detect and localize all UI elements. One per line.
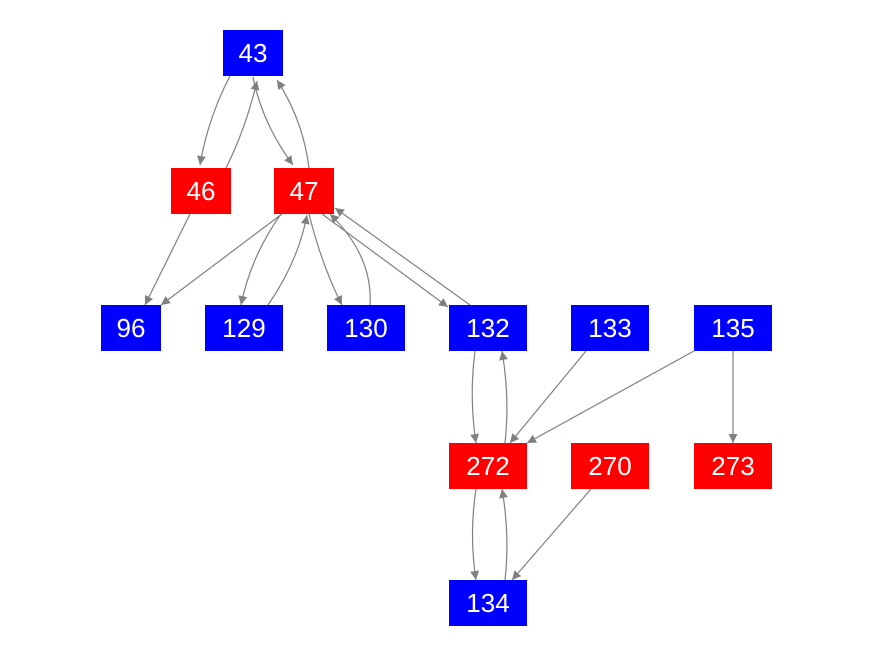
edge-129-to-47 bbox=[267, 214, 310, 306]
node-130: 130 bbox=[327, 305, 405, 351]
node-box-134 bbox=[449, 580, 527, 626]
node-label-273: 273 bbox=[711, 451, 754, 481]
edge-47-to-43 bbox=[276, 79, 310, 169]
node-box-130 bbox=[327, 305, 405, 351]
edge-43-to-47 bbox=[252, 76, 294, 166]
node-label-132: 132 bbox=[466, 313, 509, 343]
node-label-96: 96 bbox=[117, 313, 146, 343]
node-270: 270 bbox=[571, 443, 649, 489]
edge-47-to-96 bbox=[160, 213, 283, 306]
edge-130-to-47 bbox=[329, 213, 371, 306]
edge-270-to-134 bbox=[511, 488, 592, 581]
node-label-43: 43 bbox=[239, 38, 268, 68]
node-47: 47 bbox=[274, 168, 334, 214]
edge-135-to-272 bbox=[526, 350, 695, 444]
edge-47-to-130 bbox=[308, 213, 343, 306]
edge-47-to-132 bbox=[321, 213, 449, 308]
node-box-273 bbox=[694, 443, 772, 489]
node-273: 273 bbox=[694, 443, 772, 489]
edge-46-to-43 bbox=[225, 80, 260, 169]
node-label-46: 46 bbox=[187, 176, 216, 206]
edge-272-to-134 bbox=[470, 488, 480, 581]
edge-132-to-47 bbox=[334, 207, 471, 306]
nodes-layer: 43 46 47 96 129 130 132 133 135 272 270 273 134 bbox=[101, 30, 772, 626]
node-96: 96 bbox=[101, 305, 161, 351]
node-132: 132 bbox=[449, 305, 527, 351]
node-272: 272 bbox=[449, 443, 527, 489]
node-box-43 bbox=[223, 30, 283, 76]
node-46: 46 bbox=[171, 168, 231, 214]
edge-43-to-46 bbox=[197, 75, 231, 166]
edge-46-to-96 bbox=[144, 213, 191, 306]
node-box-135 bbox=[694, 305, 772, 351]
node-label-134: 134 bbox=[466, 588, 509, 618]
node-label-130: 130 bbox=[344, 313, 387, 343]
node-box-96 bbox=[101, 305, 161, 351]
edges-layer bbox=[144, 75, 738, 581]
edge-132-to-272 bbox=[470, 350, 480, 444]
edge-134-to-272 bbox=[499, 488, 508, 581]
node-box-132 bbox=[449, 305, 527, 351]
node-box-129 bbox=[205, 305, 283, 351]
node-label-270: 270 bbox=[588, 451, 631, 481]
node-label-47: 47 bbox=[290, 176, 319, 206]
node-135: 135 bbox=[694, 305, 772, 351]
edge-133-to-272 bbox=[509, 350, 587, 444]
node-label-135: 135 bbox=[711, 313, 754, 343]
node-43: 43 bbox=[223, 30, 283, 76]
node-box-133 bbox=[571, 305, 649, 351]
node-133: 133 bbox=[571, 305, 649, 351]
node-129: 129 bbox=[205, 305, 283, 351]
edge-272-to-132 bbox=[499, 350, 508, 444]
node-label-129: 129 bbox=[222, 313, 265, 343]
edge-47-to-129 bbox=[238, 213, 282, 306]
node-box-270 bbox=[571, 443, 649, 489]
node-label-272: 272 bbox=[466, 451, 509, 481]
node-134: 134 bbox=[449, 580, 527, 626]
node-box-46 bbox=[171, 168, 231, 214]
node-label-133: 133 bbox=[588, 313, 631, 343]
node-box-47 bbox=[274, 168, 334, 214]
node-box-272 bbox=[449, 443, 527, 489]
